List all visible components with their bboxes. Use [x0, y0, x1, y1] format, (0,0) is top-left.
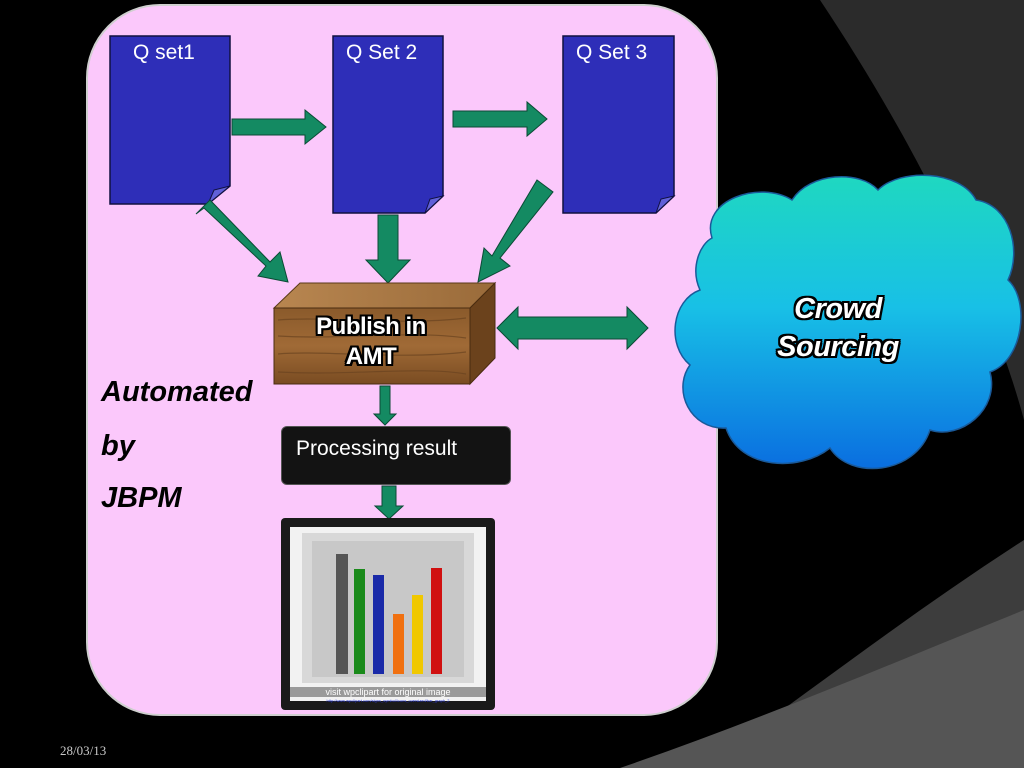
publish-amt-label: Publish in AMT	[272, 312, 470, 372]
clipart-bar-yellow	[412, 595, 423, 674]
crowd-sourcing-label: Crowd Sourcing	[748, 290, 928, 366]
publish-amt-box	[272, 281, 497, 386]
arrow-doc2-to-box	[364, 214, 412, 284]
cloud-line-2: Sourcing	[777, 331, 899, 363]
crowd-cloud	[674, 174, 1022, 470]
document-q-set-2	[332, 35, 445, 214]
clipart-bar-green	[354, 569, 365, 674]
arrow-doc1-to-doc2	[231, 108, 327, 146]
q-set-2-label: Q Set 2	[346, 41, 418, 64]
clipart-caption: visit wpclipart for original image	[290, 687, 486, 697]
bar-graph-clipart: visit wpclipart for original image http:…	[281, 518, 495, 710]
automated-line-3: JBPM	[101, 482, 182, 514]
clipart-inner: visit wpclipart for original image http:…	[290, 527, 486, 703]
processing-result-box: Processing result	[281, 426, 511, 485]
arrow-doc2-to-doc3	[452, 100, 548, 138]
arrow-doc1-to-box	[195, 199, 289, 283]
clipart-bar-gray	[336, 554, 348, 674]
clipart-bar-red	[431, 568, 442, 674]
document-q-set-1	[109, 35, 231, 205]
clipart-bar-blue	[373, 575, 384, 674]
arrow-processing-to-chart	[373, 485, 405, 520]
document-q-set-3	[562, 35, 676, 214]
automated-line-2: by	[101, 430, 135, 462]
arrow-doc3-to-box	[477, 179, 554, 283]
publish-amt-line-1: Publish in	[316, 313, 426, 340]
slide-date: 28/03/13	[60, 743, 107, 758]
arrow-box-to-processing	[372, 385, 398, 426]
bar-graph-icon	[302, 533, 474, 683]
q-set-3-label: Q Set 3	[576, 41, 648, 64]
q-set-1-label: Q set1	[133, 41, 195, 64]
publish-amt-line-2: AMT	[345, 343, 397, 370]
clipart-url[interactable]: http://www.wpclipart.com/signs_symbol/ic…	[326, 698, 450, 703]
cloud-line-1: Crowd	[794, 293, 882, 325]
clipart-bar-orange	[393, 614, 404, 674]
double-arrow-box-cloud	[496, 305, 649, 351]
automated-line-1: Automated	[101, 376, 253, 408]
